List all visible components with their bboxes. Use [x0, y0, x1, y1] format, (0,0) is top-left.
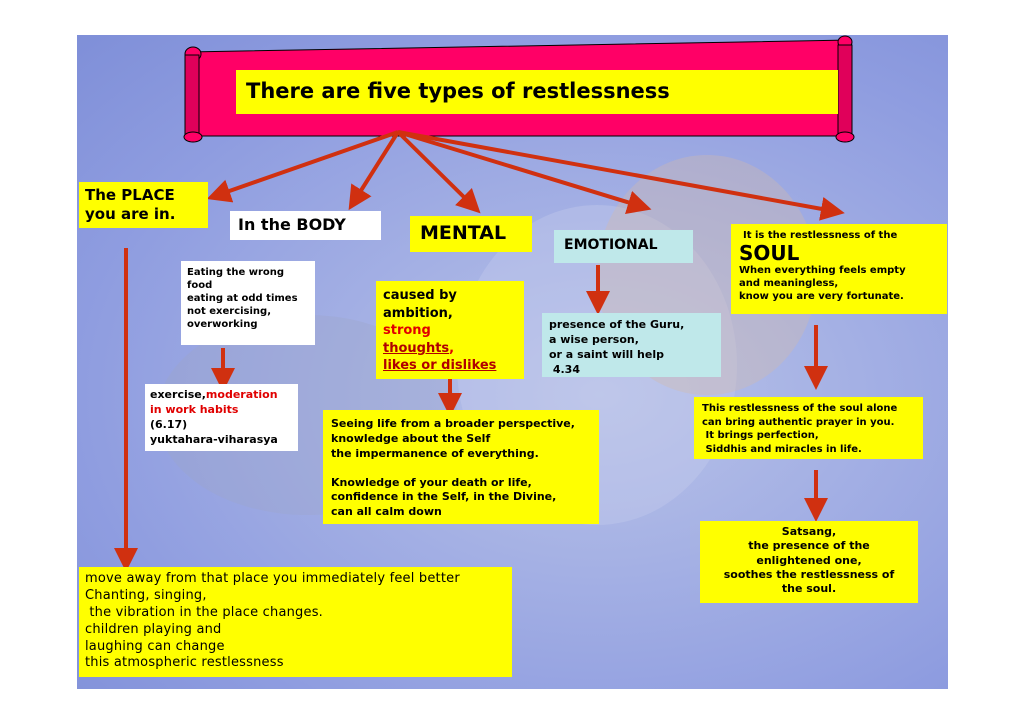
- soul-prayer-line: This restlessness of the soul alone: [702, 403, 898, 414]
- body-cause-line: Eating the wrong: [187, 267, 285, 278]
- body-remedy-sanskrit: yuktahara-viharasya: [150, 432, 278, 446]
- title-box: There are five types of restlessness: [236, 70, 838, 114]
- place-remedy-line: move away from that place you immediatel…: [85, 571, 460, 586]
- body-label-box: In the BODY: [230, 211, 381, 240]
- emotional-label: EMOTIONAL: [564, 237, 658, 253]
- arrow-to-body: [348, 130, 400, 211]
- mental-cause-highlight: thoughts: [383, 340, 450, 356]
- place-label-line2: you are in.: [85, 204, 176, 223]
- emotional-remedy-line: presence of the Guru,: [549, 318, 685, 331]
- mental-cause-highlight: strong: [383, 323, 431, 339]
- place-remedy-line: Chanting, singing,: [85, 587, 207, 603]
- mental-remedy-box: Seeing life from a broader perspective, …: [323, 410, 599, 524]
- place-remedy-box: move away from that place you immediatel…: [79, 567, 512, 677]
- soul-satsang-line: soothes the restlessness of: [723, 567, 895, 581]
- body-label: In the BODY: [238, 215, 346, 234]
- arrow-to-mental: [396, 130, 481, 214]
- body-cause-line: food: [187, 280, 213, 291]
- body-remedy-ref: (6.17): [150, 417, 188, 431]
- arrow-to-emotional: [397, 130, 652, 214]
- soul-desc-line: and meaningless,: [739, 278, 839, 289]
- soul-intro-box: It is the restlessness of the SOUL When …: [731, 224, 947, 314]
- body-remedy-text: exercise,: [150, 388, 206, 401]
- body-remedy-box: exercise,moderation in work habits (6.17…: [145, 384, 298, 451]
- soul-prayer-line: It brings perfection,: [702, 430, 819, 441]
- soul-satsang-line: the presence of the: [748, 539, 870, 553]
- body-cause-line: overworking: [187, 319, 258, 330]
- mental-remedy-line: [331, 462, 599, 476]
- mental-label-box: MENTAL: [410, 216, 532, 252]
- mental-remedy-line: confidence in the Self, in the Divine,: [331, 490, 557, 504]
- soul-intro: It is the restlessness of the: [743, 230, 898, 241]
- arrow-to-place: [206, 130, 399, 203]
- body-remedy-highlight: in work habits: [150, 402, 239, 416]
- mental-cause-line: ambition,: [383, 305, 453, 321]
- body-remedy-highlight: moderation: [205, 388, 278, 401]
- mental-causes-box: caused by ambition, strong thoughts, lik…: [376, 281, 524, 379]
- soul-prayer-box: This restlessness of the soul alone can …: [694, 397, 923, 459]
- place-remedy-line: this atmospheric restlessness: [85, 655, 284, 671]
- mental-cause-highlight: likes or dislikes: [383, 358, 497, 374]
- emotional-remedy-line: a wise person,: [549, 332, 639, 346]
- soul-satsang-line: enlightened one,: [756, 553, 862, 567]
- place-remedy-line: the vibration in the place changes.: [85, 604, 324, 620]
- mental-remedy-line: Knowledge of your death or life,: [331, 475, 532, 489]
- page-title: There are five types of restlessness: [246, 79, 670, 103]
- emotional-remedy-line: 4.34: [549, 362, 580, 376]
- body-causes-box: Eating the wrong food eating at odd time…: [181, 261, 315, 345]
- soul-label: SOUL: [739, 241, 800, 265]
- emotional-label-box: EMOTIONAL: [554, 230, 693, 263]
- soul-satsang-line: the soul.: [781, 582, 837, 596]
- mental-remedy-line: the impermanence of everything.: [331, 446, 539, 460]
- body-cause-line: not exercising,: [187, 306, 272, 317]
- mental-cause-suffix: ,: [449, 340, 455, 356]
- body-cause-line: eating at odd times: [187, 293, 298, 304]
- mental-remedy-line: Seeing life from a broader perspective,: [331, 417, 575, 430]
- mental-label: MENTAL: [420, 222, 507, 244]
- soul-prayer-line: can bring authentic prayer in you.: [702, 416, 895, 428]
- place-label-box: The PLACE you are in.: [79, 182, 208, 228]
- soul-satsang-line: Satsang,: [781, 525, 837, 538]
- soul-prayer-line: Siddhis and miracles in life.: [702, 443, 862, 455]
- mental-cause-line: caused by: [383, 288, 457, 303]
- emotional-remedy-box: presence of the Guru, a wise person, or …: [542, 313, 721, 377]
- place-remedy-line: children playing and: [85, 621, 222, 637]
- soul-desc-line: When everything feels empty: [739, 265, 906, 276]
- arrow-to-soul: [397, 130, 845, 221]
- mental-remedy-line: knowledge about the Self: [331, 431, 491, 445]
- mental-remedy-line: can all calm down: [331, 505, 442, 519]
- soul-satsang-box: Satsang, the presence of the enlightened…: [700, 521, 918, 603]
- place-remedy-line: laughing can change: [85, 638, 225, 654]
- soul-desc-line: know you are very fortunate.: [739, 291, 904, 302]
- emotional-remedy-line: or a saint will help: [549, 347, 664, 361]
- place-label-line1: The PLACE: [85, 186, 175, 204]
